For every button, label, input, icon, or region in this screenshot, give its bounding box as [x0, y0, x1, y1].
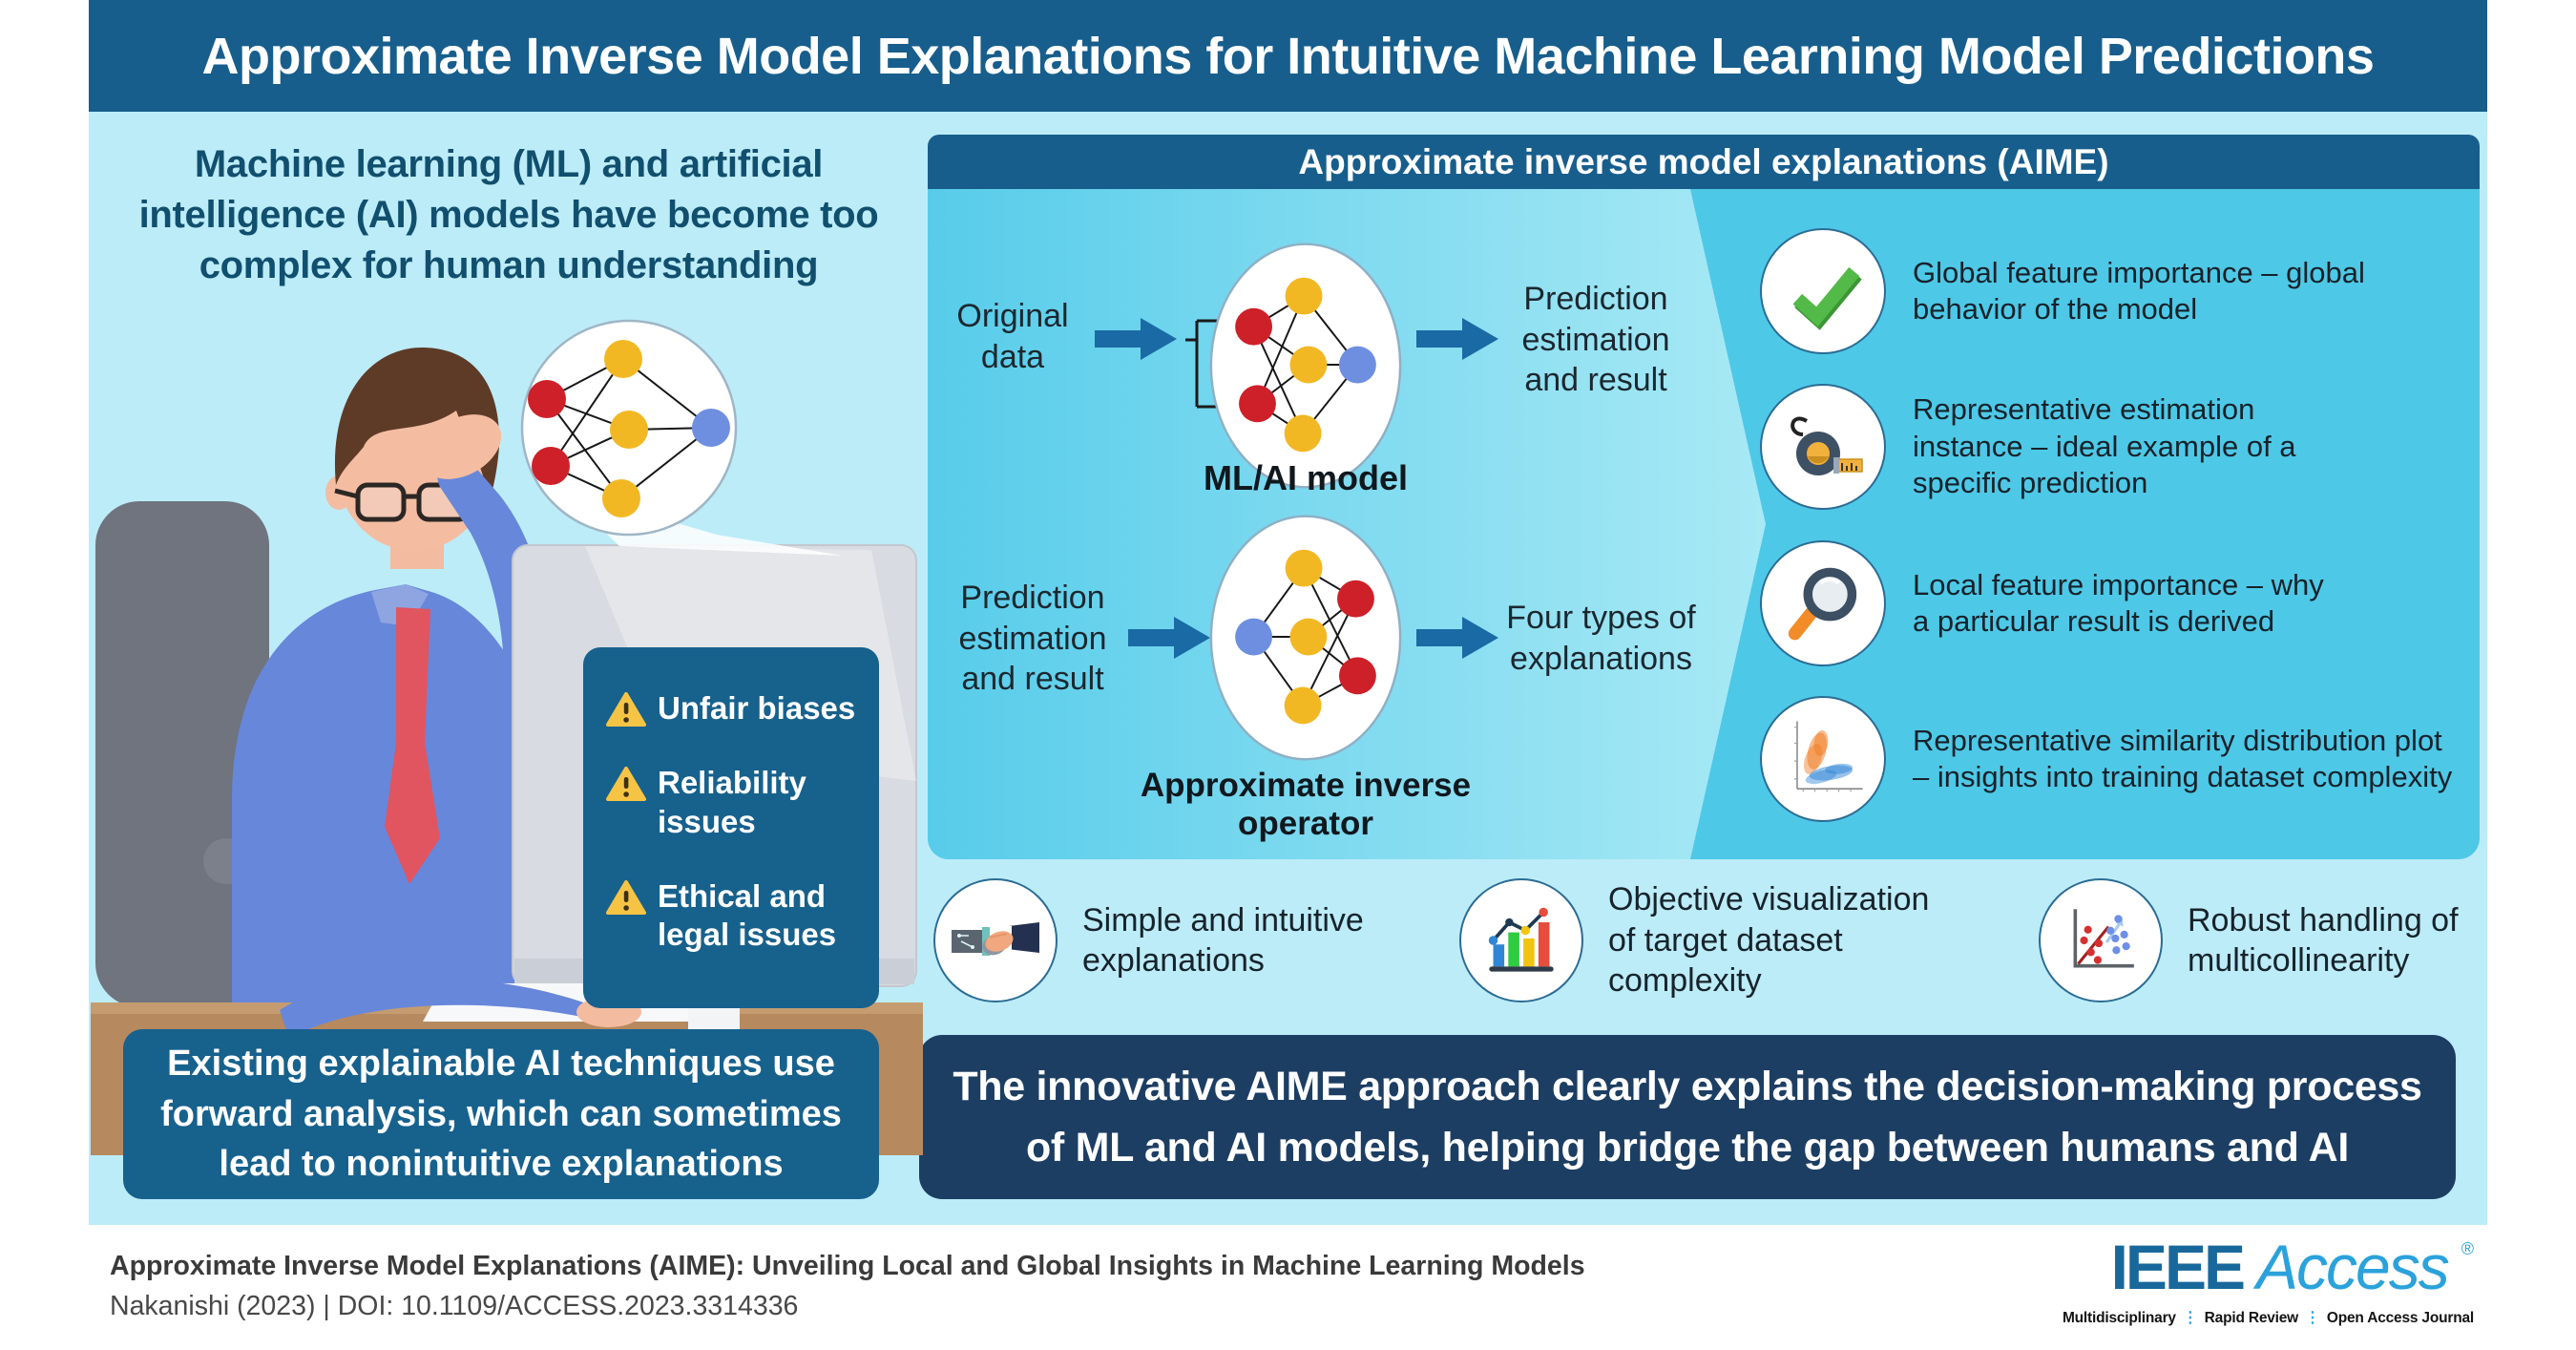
- warning-item-label: Reliability issues: [658, 765, 806, 839]
- arrow-right-icon: [1416, 617, 1498, 659]
- journal-tagline: Multidisciplinary ⋮ Rapid Review ⋮ Open Acce…: [2063, 1308, 2474, 1327]
- neural-network-bubble: [520, 319, 738, 537]
- feature-text: Objective visualization of target datase…: [1608, 881, 1930, 1000]
- feature-text: Robust handling of multicollinearity: [2188, 901, 2459, 980]
- feature-row: Robust handling of multicollinearity: [2039, 862, 2487, 1019]
- warning-item: Ethical and legal issues: [606, 877, 866, 955]
- ieee-access-logo: IEEE Access ®: [2111, 1235, 2474, 1298]
- aime-panel-title: Approximate inverse model explanations (…: [1298, 141, 2109, 181]
- warning-box: Unfair biases Reliability issues Ethical…: [583, 647, 879, 1008]
- registered-mark: ®: [2461, 1239, 2474, 1258]
- warning-item-label: Unfair biases: [658, 690, 856, 726]
- ieee-logo-text: IEEE: [2110, 1232, 2246, 1302]
- title-banner: Approximate Inverse Model Explanations f…: [89, 0, 2487, 112]
- warning-item: Reliability issues: [606, 764, 866, 841]
- aime-panel-body: Original data ML/AI: [928, 189, 2480, 859]
- conclusion-text: The innovative AIME approach clearly exp…: [953, 1063, 2422, 1171]
- flow2-output: Four types of explanations: [1506, 600, 1696, 677]
- handshake-icon: [952, 922, 1039, 956]
- flow1-input: Original data: [956, 298, 1069, 375]
- existing-approach-text: Existing explainable AI techniques use f…: [160, 1044, 842, 1185]
- access-logo-text: Access: [2256, 1232, 2450, 1302]
- flow2-model-label: Approximate inverse operator: [1140, 767, 1472, 842]
- citation-title: Approximate Inverse Model Explanations (…: [110, 1251, 1585, 1281]
- conclusion-box: The innovative AIME approach clearly exp…: [919, 1035, 2456, 1199]
- distribution-plot-icon: [1787, 719, 1865, 793]
- explanation-row: Local feature importance – why a particu…: [1760, 538, 2476, 668]
- scatter-plot-icon: [2073, 909, 2134, 968]
- hand-on-forehead: [420, 414, 502, 479]
- ml-ai-model-diagram: [1209, 243, 1402, 489]
- explanation-row: Representative similarity distribution p…: [1760, 694, 2476, 824]
- arrow-right-icon: [1128, 617, 1210, 659]
- explanation-text: Representative estimation instance – ide…: [1913, 392, 2296, 500]
- aime-panel-header: Approximate inverse model explanations (…: [928, 135, 2480, 189]
- dots-separator-icon: ⋮: [2182, 1310, 2198, 1326]
- warning-triangle-icon: [606, 879, 646, 915]
- warning-item: Unfair biases: [606, 689, 866, 728]
- dots-separator-icon: ⋮: [2305, 1310, 2320, 1326]
- bar-chart-icon: [1488, 907, 1554, 972]
- intro-text: Machine learning (ML) and artificial int…: [138, 143, 879, 286]
- inverse-operator-diagram: [1209, 515, 1402, 761]
- infographic-body: Approximate Inverse Model Explanations f…: [89, 0, 2487, 1225]
- magnifier-icon: [1788, 567, 1857, 641]
- tape-measure-icon: [1791, 416, 1863, 475]
- flow1-model-label: ML/AI model: [1204, 458, 1408, 497]
- explanation-text: Global feature importance – global behav…: [1913, 255, 2365, 326]
- explanation-text: Representative similarity distribution p…: [1913, 723, 2453, 793]
- tagline-part: Rapid Review: [2204, 1310, 2299, 1326]
- flow2-input: Prediction estimation and result: [958, 580, 1107, 697]
- checkmark-icon: [1792, 266, 1862, 330]
- light-beam: [561, 490, 843, 556]
- existing-approach-box: Existing explainable AI techniques use f…: [123, 1029, 879, 1199]
- hair: [334, 347, 500, 501]
- warning-triangle-icon: [606, 692, 646, 727]
- feature-text: Simple and intuitive explanations: [1082, 901, 1364, 980]
- explanation-row: Global feature importance – global behav…: [1760, 226, 2476, 356]
- flow1-output: Prediction estimation and result: [1521, 281, 1670, 398]
- tagline-part: Multidisciplinary: [2062, 1310, 2176, 1326]
- page-title: Approximate Inverse Model Explanations f…: [201, 27, 2375, 85]
- feature-row: Simple and intuitive explanations: [933, 862, 1411, 1019]
- feature-row: Objective visualization of target datase…: [1459, 862, 1994, 1019]
- aime-panel: Approximate inverse model explanations (…: [928, 135, 2480, 859]
- arrow-right-icon: [1416, 318, 1498, 360]
- explanation-row: Representative estimation instance – ide…: [1760, 382, 2476, 512]
- citation-line: Nakanishi (2023) | DOI: 10.1109/ACCESS.2…: [110, 1291, 799, 1321]
- tagline-part: Open Access Journal: [2326, 1310, 2474, 1326]
- warning-triangle-icon: [606, 767, 646, 802]
- explanation-text: Local feature importance – why a particu…: [1913, 567, 2324, 638]
- tie: [385, 607, 440, 884]
- warning-item-label: Ethical and legal issues: [658, 877, 837, 952]
- arrow-right-icon: [1095, 318, 1177, 360]
